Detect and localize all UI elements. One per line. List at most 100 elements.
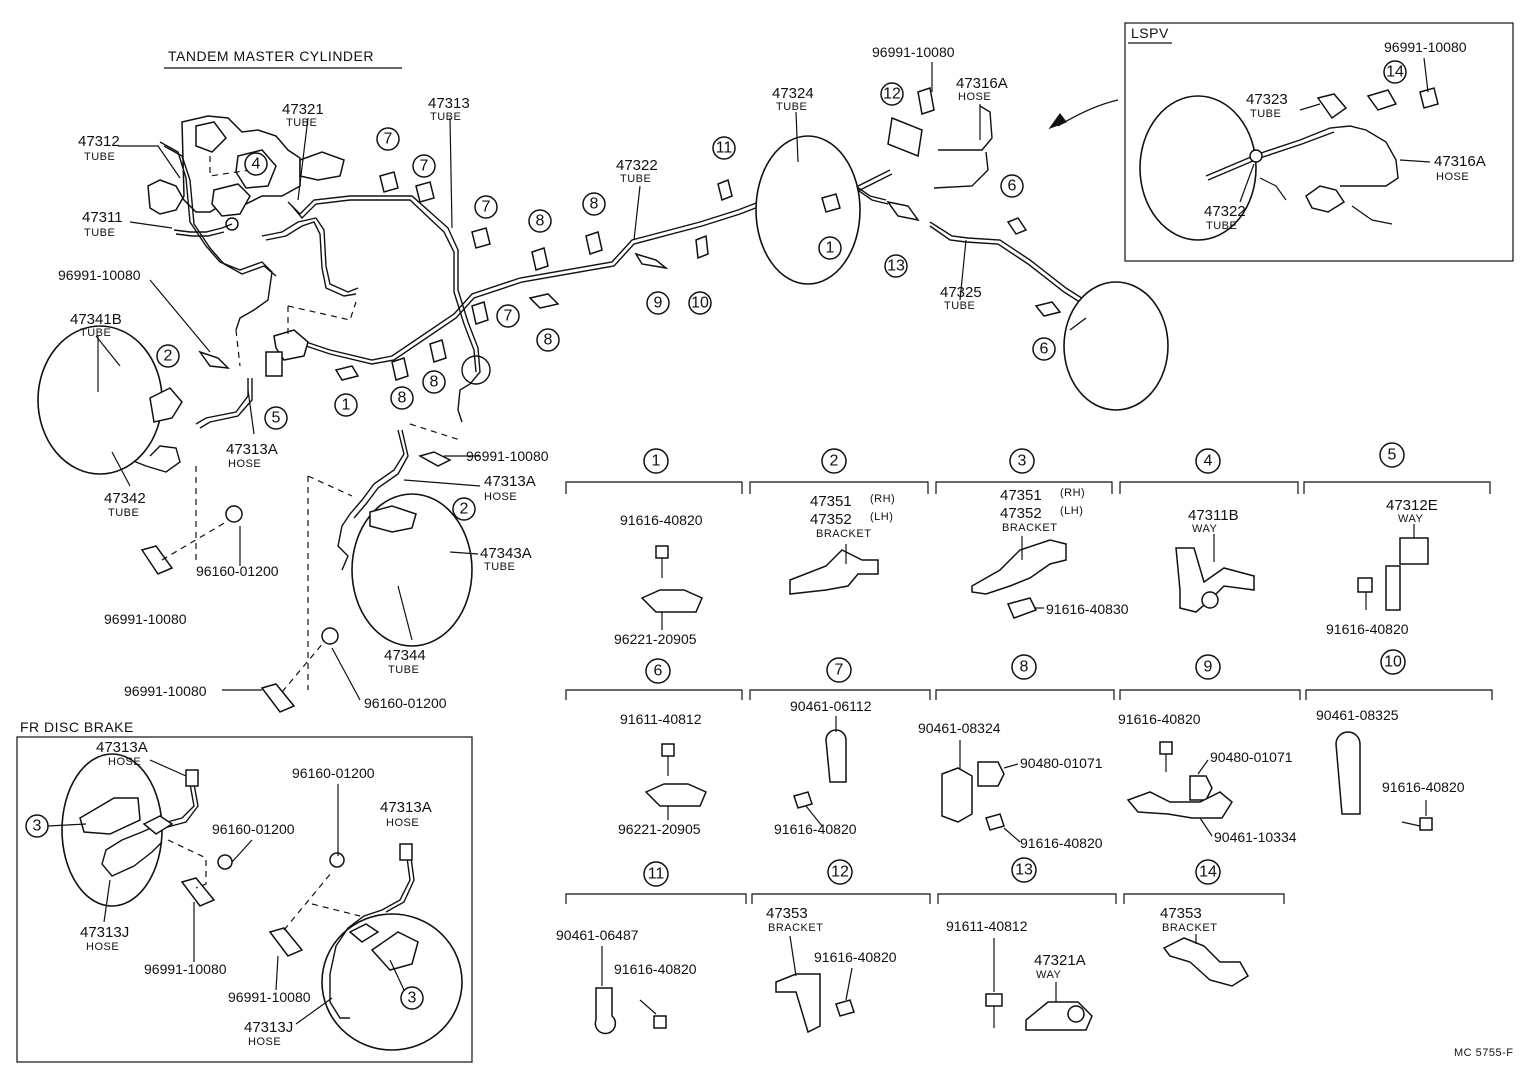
detail-group-9: 9 91616-40820 90480-01071 90461-10334 <box>1118 654 1297 845</box>
lspv-label-47316A: 47316A <box>1434 153 1486 170</box>
callout-8: 8 <box>390 386 414 410</box>
callout-6: 6 <box>1000 174 1024 198</box>
drawing-code: MC 5755-F <box>1454 1047 1514 1059</box>
fr-disc-brake-inset: FR DISC BRAKE 3 3 47313A HOSE 47313J HOS… <box>16 719 473 1063</box>
svg-text:TUBE: TUBE <box>1206 220 1237 232</box>
svg-text:13: 13 <box>887 258 905 275</box>
group-14-ref: 14 <box>1195 859 1221 885</box>
group-2-ref: 2 <box>821 448 847 474</box>
svg-text:14: 14 <box>1199 864 1217 881</box>
detail-group-7: 7 90461-06112 91616-40820 <box>774 657 872 837</box>
svg-text:TUBE: TUBE <box>430 111 461 123</box>
svg-text:HOSE: HOSE <box>228 458 261 470</box>
callout-9: 9 <box>646 291 670 315</box>
svg-text:BRACKET: BRACKET <box>1162 922 1217 934</box>
main-dashed-lines <box>161 156 461 693</box>
svg-text:14: 14 <box>1386 64 1404 81</box>
svg-text:TUBE: TUBE <box>620 173 651 185</box>
svg-text:47352: 47352 <box>1000 505 1042 522</box>
detail-group-8: 8 90461-08324 90480-01071 91616-40820 <box>918 654 1103 851</box>
detail-group-12: 12 47353 BRACKET 91616-40820 <box>766 859 897 1034</box>
callout-7: 7 <box>412 154 436 178</box>
callout-8: 8 <box>536 328 560 352</box>
svg-text:BRACKET: BRACKET <box>1002 522 1057 534</box>
tandem-master-cylinder-drawing <box>147 115 345 231</box>
label-47324: 47324 <box>772 85 814 102</box>
svg-text:47353: 47353 <box>766 905 808 922</box>
detail-group-1: 1 91616-40820 96221-20905 <box>614 448 703 647</box>
svg-text:1: 1 <box>826 240 835 257</box>
label-47341B: 47341B <box>70 311 122 328</box>
fr-label-96991-10080-a: 96991-10080 <box>144 961 227 977</box>
svg-text:9: 9 <box>1204 659 1213 676</box>
fr-label-96160-01200-a: 96160-01200 <box>212 821 295 837</box>
fr-label-96160-01200-b: 96160-01200 <box>292 765 375 781</box>
callout-8: 8 <box>528 209 552 233</box>
master-cylinder-title: TANDEM MASTER CYLINDER <box>168 48 374 64</box>
svg-text:TUBE: TUBE <box>84 227 115 239</box>
svg-text:6: 6 <box>1008 178 1017 195</box>
svg-text:96221-20905: 96221-20905 <box>618 821 701 837</box>
label-47313A-b: 47313A <box>484 473 536 490</box>
svg-text:91616-40820: 91616-40820 <box>1326 621 1409 637</box>
svg-text:7: 7 <box>420 158 429 175</box>
svg-text:(RH): (RH) <box>870 493 895 505</box>
lspv-label-47322: 47322 <box>1204 203 1246 220</box>
fr-callout-3-b: 3 <box>400 986 424 1010</box>
svg-text:90461-06112: 90461-06112 <box>790 698 872 714</box>
svg-text:3: 3 <box>408 990 417 1007</box>
detail-group-13: 13 91611-40812 47321A WAY <box>946 857 1093 1031</box>
detail-group-2: 2 47351 (RH) 47352 (LH) BRACKET <box>789 448 895 595</box>
svg-text:HOSE: HOSE <box>1436 171 1469 183</box>
label-47313: 47313 <box>428 95 470 112</box>
main-leader-lines <box>95 62 981 701</box>
callout-2: 2 <box>452 497 476 521</box>
svg-text:7: 7 <box>504 308 513 325</box>
lspv-title: LSPV <box>1131 25 1169 41</box>
label-47316A: 47316A <box>956 75 1008 92</box>
svg-text:90480-01071: 90480-01071 <box>1210 749 1293 765</box>
svg-text:HOSE: HOSE <box>958 91 991 103</box>
svg-text:47321A: 47321A <box>1034 952 1086 969</box>
main-clamps <box>140 87 1062 713</box>
svg-text:TUBE: TUBE <box>108 507 139 519</box>
group-1-ref: 1 <box>643 448 669 474</box>
callout-8: 8 <box>582 192 606 216</box>
svg-text:7: 7 <box>482 199 491 216</box>
svg-text:47353: 47353 <box>1160 905 1202 922</box>
svg-text:47311B: 47311B <box>1188 507 1239 524</box>
svg-text:91616-40820: 91616-40820 <box>1118 711 1201 727</box>
main-part-labels: 47312 TUBE 47321 TUBE 47313 TUBE 47311 T… <box>58 44 1008 711</box>
svg-text:HOSE: HOSE <box>484 491 517 503</box>
callout-8: 8 <box>422 370 446 394</box>
detail-group-3: 3 47351 (RH) 47352 (LH) BRACKET 91616-40… <box>971 448 1129 619</box>
svg-text:(LH): (LH) <box>870 511 893 523</box>
label-96160-01200-a: 96160-01200 <box>196 563 279 579</box>
fr-label-47313J-a: 47313J <box>80 924 129 941</box>
svg-text:(RH): (RH) <box>1060 487 1085 499</box>
detail-group-11: 11 90461-06487 91616-40820 <box>556 861 697 1035</box>
group-12-ref: 12 <box>827 859 853 885</box>
svg-text:TUBE: TUBE <box>944 300 975 312</box>
svg-text:91616-40820: 91616-40820 <box>614 961 697 977</box>
svg-text:90461-06487: 90461-06487 <box>556 927 639 943</box>
callout-12: 12 <box>880 82 904 106</box>
fr-label-47313A-b: 47313A <box>380 799 432 816</box>
svg-text:3: 3 <box>1018 453 1027 470</box>
group-11-ref: 11 <box>643 861 669 887</box>
svg-text:12: 12 <box>883 86 901 103</box>
svg-text:TUBE: TUBE <box>484 561 515 573</box>
group-10-ref: 10 <box>1380 649 1406 675</box>
svg-text:5: 5 <box>272 410 281 427</box>
label-96991-10080-c: 96991-10080 <box>104 611 187 627</box>
callout-7: 7 <box>474 195 498 219</box>
svg-text:WAY: WAY <box>1192 523 1217 535</box>
group-4-ref: 4 <box>1195 448 1221 474</box>
fr-disc-brake-title: FR DISC BRAKE <box>20 719 134 735</box>
label-96991-10080-a: 96991-10080 <box>58 267 141 283</box>
label-47322: 47322 <box>616 157 658 174</box>
svg-text:13: 13 <box>1015 862 1033 879</box>
svg-text:12: 12 <box>831 864 849 881</box>
svg-text:90461-10334: 90461-10334 <box>1214 829 1297 845</box>
